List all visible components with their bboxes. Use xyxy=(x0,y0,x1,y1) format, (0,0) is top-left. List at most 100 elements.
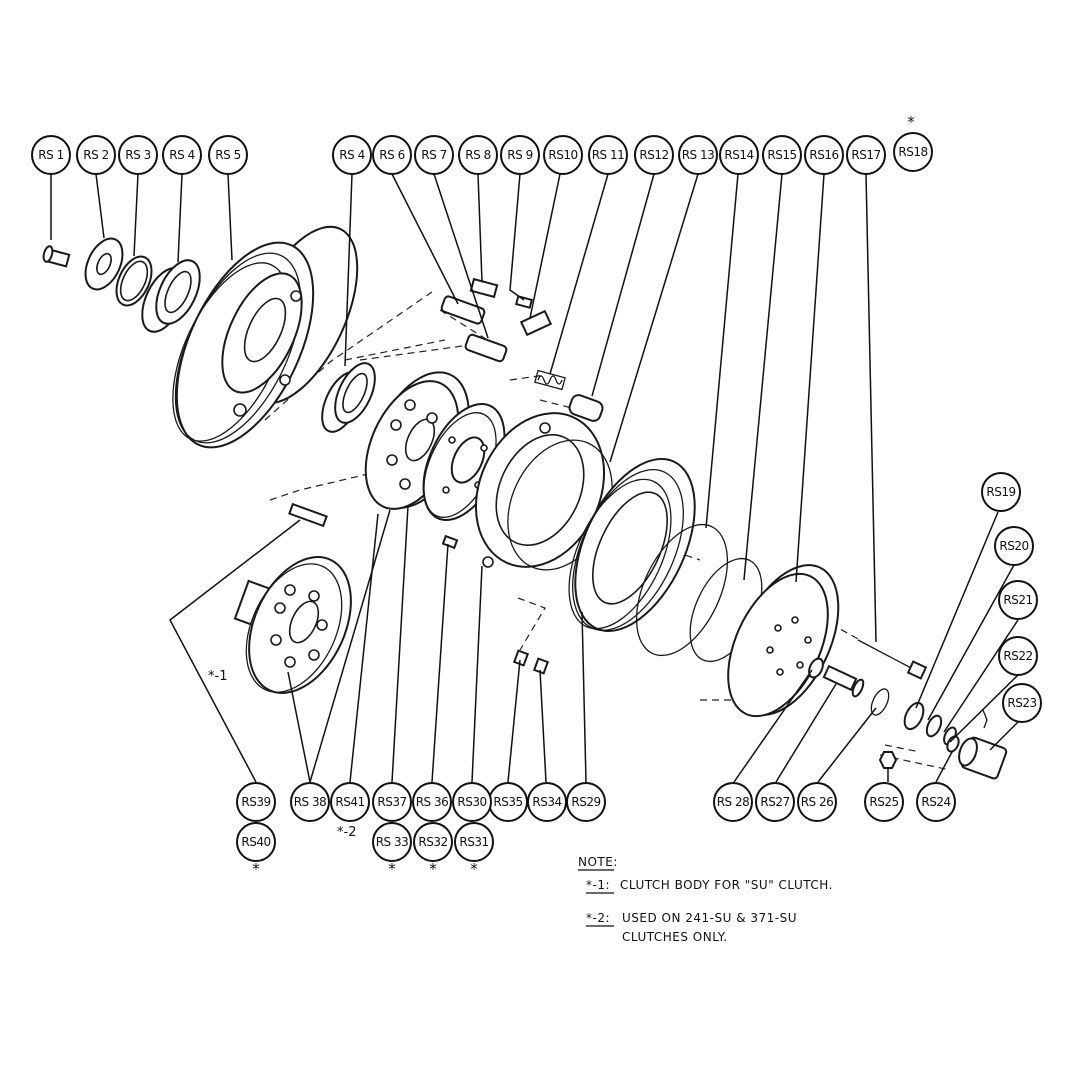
part-rs29-drum xyxy=(568,457,696,633)
bubble-rs4-a: RS 4 xyxy=(162,135,202,175)
label-rs39: RS39 xyxy=(241,795,270,809)
bubble-rs18: RS18 xyxy=(893,132,933,172)
parts xyxy=(42,225,1008,780)
label-rs13: RS 13 xyxy=(682,148,715,162)
part-rs39-key xyxy=(288,502,328,528)
label-rs14: RS14 xyxy=(724,148,753,162)
bubble-rs38: RS 38 xyxy=(290,782,330,822)
part-rs28-washer xyxy=(808,657,824,679)
note-line3-text: CLUTCHES ONLY. xyxy=(622,930,728,944)
label-rs27: RS27 xyxy=(760,795,789,809)
label-rs8: RS 8 xyxy=(465,148,490,162)
part-rs27-valve xyxy=(822,664,865,698)
part-rs38-clutch-body xyxy=(233,556,352,694)
bubble-rs27: RS27 xyxy=(755,782,795,822)
bubble-rs33: RS 33 xyxy=(372,822,412,862)
bubble-rs9: RS 9 xyxy=(500,135,540,175)
label-rs12: RS12 xyxy=(639,148,668,162)
bubble-rs40: RS40 xyxy=(236,822,276,862)
star-mark-rs40: * xyxy=(252,860,260,878)
label-rs15: RS15 xyxy=(767,148,796,162)
label-rs22: RS22 xyxy=(1003,649,1032,663)
label-rs5: RS 5 xyxy=(215,148,240,162)
assembly-centerlines xyxy=(264,291,951,771)
part-rs8-clip xyxy=(469,277,499,299)
bubble-rs28: RS 28 xyxy=(713,782,753,822)
part-rs34-rs35-screws xyxy=(512,649,550,675)
label-rs40: RS40 xyxy=(241,835,270,849)
bubble-rs8: RS 8 xyxy=(458,135,498,175)
bubble-rs14: RS14 xyxy=(719,135,759,175)
label-rs10: RS10 xyxy=(548,148,577,162)
label-rs6: RS 6 xyxy=(379,148,404,162)
part-rs10-bracket xyxy=(519,309,553,337)
bubble-rs10: RS10 xyxy=(543,135,583,175)
label-rs19: RS19 xyxy=(986,485,1015,499)
bubble-rs29: RS29 xyxy=(566,782,606,822)
bubble-rs39: RS39 xyxy=(236,782,276,822)
bubble-rs30: RS30 xyxy=(452,782,492,822)
label-rs31: RS31 xyxy=(459,835,488,849)
part-rs23-cap xyxy=(958,709,1008,780)
part-rs1-bolt xyxy=(42,245,71,268)
part-rs16-piston-plate xyxy=(727,564,840,718)
bubble-rs36: RS 36 xyxy=(412,782,452,822)
bubble-rs22: RS22 xyxy=(998,636,1038,676)
part-rs19-rs22-seals xyxy=(903,701,960,753)
bubble-rs1: RS 1 xyxy=(31,135,71,175)
star-mark-rs32: * xyxy=(429,860,437,878)
part-rs12-bushing xyxy=(568,394,604,422)
bubble-rs5: RS 5 xyxy=(208,135,248,175)
bubble-rs12: RS12 xyxy=(634,135,674,175)
bubble-rs34: RS34 xyxy=(527,782,567,822)
label-rs7: RS 7 xyxy=(421,148,446,162)
part-rs26-snap-ring xyxy=(870,688,890,716)
part-rs25-nut xyxy=(878,751,898,769)
bubble-rs37: RS37 xyxy=(372,782,412,822)
label-rs4b: RS 4 xyxy=(339,148,364,162)
bubble-rs41: RS41 xyxy=(330,782,370,822)
part-rs9-screw xyxy=(514,295,534,309)
part-rs33-screw xyxy=(441,534,459,550)
reference-bubbles: RS 1 RS 2 RS 3 RS 4 RS 5 RS 4 RS 6 RS 7 … xyxy=(31,113,1042,878)
note-line2-text: USED ON 241-SU & 371-SU xyxy=(622,911,797,925)
star-mark-rs33: * xyxy=(388,860,396,878)
label-rs29: RS29 xyxy=(571,795,600,809)
part-rs4-bearing-2 xyxy=(321,362,376,433)
bubble-rs2: RS 2 xyxy=(76,135,116,175)
bubble-rs31: RS31 xyxy=(454,822,494,862)
label-rs2: RS 2 xyxy=(83,148,108,162)
bubble-rs20: RS20 xyxy=(994,526,1034,566)
bubble-rs4-b: RS 4 xyxy=(332,135,372,175)
label-rs9: RS 9 xyxy=(507,148,532,162)
part-rs14-o-ring xyxy=(635,523,729,657)
bubble-rs13: RS 13 xyxy=(678,135,718,175)
label-rs28: RS 28 xyxy=(717,795,750,809)
label-rs23: RS23 xyxy=(1007,696,1036,710)
note-title: NOTE: xyxy=(578,855,618,869)
label-rs26: RS 26 xyxy=(801,795,834,809)
bubble-rs32: RS32 xyxy=(413,822,453,862)
label-rs21: RS21 xyxy=(1003,593,1032,607)
part-rs11-spring xyxy=(534,369,566,391)
bubble-rs21: RS21 xyxy=(998,580,1038,620)
leader-lines xyxy=(50,173,1019,783)
bubble-rs16: RS16 xyxy=(804,135,844,175)
bubble-rs23: RS23 xyxy=(1002,683,1042,723)
label-rs25: RS25 xyxy=(869,795,898,809)
label-rs17: RS17 xyxy=(851,148,880,162)
bubble-rs6: RS 6 xyxy=(372,135,412,175)
label-rs4a: RS 4 xyxy=(169,148,194,162)
bubble-rs26: RS 26 xyxy=(797,782,837,822)
label-rs38: RS 38 xyxy=(294,795,327,809)
bubble-rs19: RS19 xyxy=(981,472,1021,512)
bubble-rs17: RS17 xyxy=(846,135,886,175)
label-rs1: RS 1 xyxy=(38,148,63,162)
part-rs6-rs7-pins xyxy=(440,295,508,363)
bubble-rs25: RS25 xyxy=(864,782,904,822)
label-rs34: RS34 xyxy=(532,795,561,809)
note-block: NOTE: *-1: CLUTCH BODY FOR "SU" CLUTCH. … xyxy=(578,855,832,944)
annotation-x1: *-1 xyxy=(208,669,227,684)
bubble-rs3: RS 3 xyxy=(118,135,158,175)
